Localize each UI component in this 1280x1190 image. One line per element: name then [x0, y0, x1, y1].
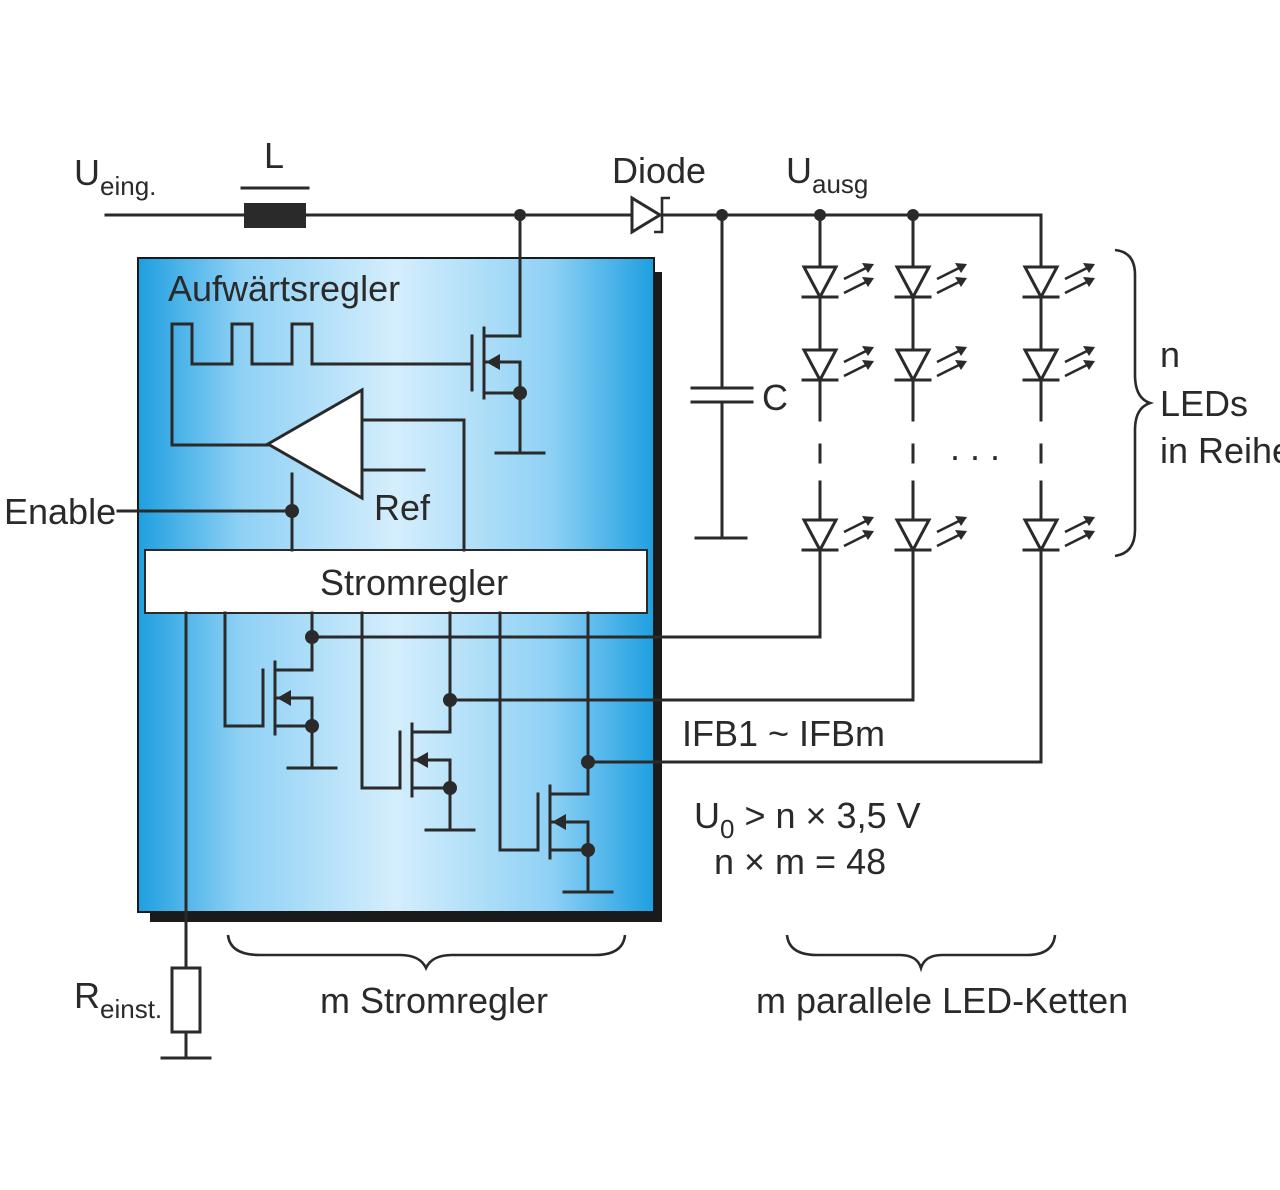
diode-symbol [630, 195, 670, 235]
enable-line [116, 504, 299, 518]
enable-label: Enable [4, 491, 116, 532]
m-regulators-label: m Stromregler [320, 980, 548, 1021]
ifb-label: IFB1 ~ IFBm [682, 713, 885, 754]
current-sinks [223, 611, 614, 894]
condition-voltage: U0 > n × 3,5 V [694, 795, 921, 844]
led-chain [1022, 213, 1095, 554]
input-voltage-label: Ueing. [74, 152, 156, 201]
led [801, 346, 874, 384]
current-regulator-box [144, 549, 648, 614]
brace-m-chains [785, 934, 1057, 973]
comparator [170, 387, 466, 552]
output-voltage-label: Uausg [786, 150, 868, 199]
led [894, 263, 967, 301]
led [801, 263, 874, 301]
led [1022, 516, 1095, 554]
r-set-label: Reinst. [74, 975, 162, 1024]
boost-label: Aufwärtsregler [168, 268, 400, 309]
led [1022, 263, 1095, 301]
led [801, 516, 874, 554]
inductor-label: L [264, 135, 284, 176]
n-leds-label-3: in Reihe [1160, 430, 1280, 471]
brace-n-leds [1114, 248, 1155, 558]
condition-count: n × m = 48 [714, 841, 886, 882]
capacitor [690, 213, 754, 540]
r-set-resistor [160, 611, 212, 1060]
led [894, 346, 967, 384]
led [894, 516, 967, 554]
diode-label: Diode [612, 150, 706, 191]
brace-m-regs [226, 934, 627, 972]
led-chain [801, 213, 874, 554]
sink-mosfet [498, 611, 614, 894]
capacitor-label: C [762, 377, 788, 418]
sink-mosfet [360, 611, 476, 832]
ref-label: Ref [374, 487, 431, 528]
led-chains [801, 213, 1095, 554]
inductor [240, 186, 310, 228]
feedback-lines [310, 548, 1043, 764]
ic-block [137, 257, 662, 922]
led-chain [894, 213, 967, 554]
n-leds-label-1: n [1160, 334, 1180, 375]
current-regulator-label: Stromregler [320, 562, 508, 603]
pulse-waveform [170, 322, 474, 447]
chain-ellipsis: . . . [950, 427, 1000, 468]
n-leds-label-2: LEDs [1160, 383, 1248, 424]
sink-mosfet [223, 611, 338, 770]
led [1022, 346, 1095, 384]
m-chains-label: m parallele LED-Ketten [756, 980, 1128, 1021]
